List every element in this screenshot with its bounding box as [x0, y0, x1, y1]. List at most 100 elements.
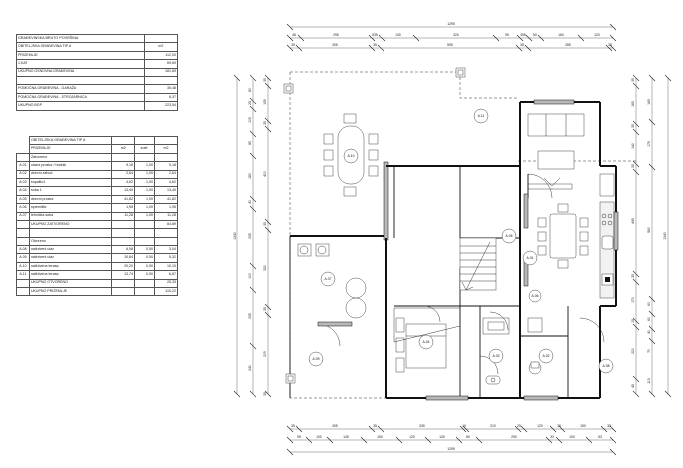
dim-bot2-2: 145 — [343, 435, 349, 439]
left-dimension-chain-1: 80 25 105 85 180 40 235 100 235 240 — [248, 74, 257, 398]
bottom-dimension-chain-1: 35 305 35 335 10 210 25 120 35 150 35 — [286, 424, 617, 433]
dim-top1-0: 45 — [292, 33, 296, 37]
table-row: A.08 natkriveni ulaz 6,08 0,50 3,04 — [16, 245, 178, 255]
table-row: POMOĆNA GRAĐEVINA - STROJARNICA 6,37 — [16, 92, 179, 103]
dim-left1-3: 85 — [248, 141, 252, 145]
room-coef: 1,00 — [134, 194, 156, 205]
empty-cell — [16, 236, 30, 247]
col-header-area: m2 — [111, 144, 136, 154]
dim-right1-10: 45 — [631, 384, 635, 388]
dim-bottom-overall: 1295 — [447, 447, 455, 451]
room-name: dnevni zahod — [28, 169, 113, 179]
dim-bot2-8: 33 — [550, 435, 554, 439]
dim-top1-4: 320 — [453, 33, 459, 37]
room-area: 4,62 — [111, 177, 136, 188]
room-total: 11,28 — [154, 211, 178, 221]
table-row: UKUPNO BGP 223,54 — [16, 101, 179, 111]
dim-bot2-5: 130 — [439, 435, 445, 439]
dim-left1-6: 235 — [248, 233, 252, 239]
dim-right1-2: 35 — [631, 124, 635, 128]
room-code: A.07 — [16, 211, 30, 221]
dim-right1-9: 220 — [631, 348, 635, 354]
room-coef: 0,50 — [134, 245, 156, 255]
technical-room-equipment — [297, 243, 367, 319]
room-total: 6,87 — [154, 270, 178, 280]
table-row: UKUPNO ZATVORENO 84,89 — [16, 219, 178, 230]
dim-right1-6: 35 — [631, 274, 635, 278]
dim-top1-8: 160 — [558, 33, 564, 37]
subtotal-value-closed: 84,89 — [154, 219, 178, 230]
floor-plan-drawing: 1295 45 295 535 130 320 95 355 50 160 12… — [228, 6, 680, 462]
table-row: PRIZEMLJE 112,00 — [16, 50, 179, 61]
room-name: dnevni prostor — [28, 194, 113, 205]
room-coef: 1,00 — [134, 161, 156, 171]
room-marker-a10: A.10 — [343, 148, 359, 164]
dim-left1-7: 100 — [248, 273, 252, 279]
room-area: 1,95 — [111, 203, 136, 213]
right-dimension-chain-1: 35 165 35 140 35 445 35 170 15 220 45 — [631, 74, 640, 398]
dim-right2-7: 115 — [647, 378, 651, 384]
col-header-coef: koef. — [134, 144, 156, 154]
room-marker-label: A.03 — [493, 354, 500, 358]
dim-top1-1: 295 — [333, 33, 339, 37]
windows — [317, 99, 619, 401]
dim-bot2-4: 120 — [409, 435, 415, 439]
dim-top2-6: 35 — [608, 43, 612, 47]
dim-left1-9: 240 — [248, 365, 252, 371]
room-code: A.11 — [16, 270, 30, 280]
dim-left1-5: 40 — [248, 200, 252, 204]
spacer-cell — [16, 75, 145, 86]
spacer-cell — [134, 228, 156, 238]
table-row: A.10 natkrivena terasa 20,20 0,50 10,10 — [16, 261, 178, 272]
empty-cell — [16, 152, 30, 163]
dim-left1-8: 235 — [248, 313, 252, 319]
empty-cell — [16, 219, 30, 230]
room-coef: 1,00 — [134, 186, 156, 196]
room-area: 13,40 — [111, 186, 136, 196]
room-marker-label: A.01 — [527, 256, 534, 260]
room-total: 2,64 — [154, 169, 178, 179]
empty-cell — [16, 278, 30, 289]
room-name: natkriveni ulaz — [28, 245, 113, 255]
right-dimension-chain-2: 165 175 560 60 60 40 70 115 — [647, 74, 656, 398]
dim-top2-2: 35 — [373, 43, 377, 47]
dim-bot1-0: 35 — [291, 424, 295, 428]
row-label: POMOĆNA GRAĐEVINA - GARAŽA — [16, 84, 145, 94]
empty-cell — [111, 287, 136, 297]
entry-canopy — [393, 307, 461, 343]
room-total: 1,95 — [154, 203, 178, 213]
table-row: Otvoreno — [16, 236, 178, 247]
dim-right1-0: 35 — [631, 78, 635, 82]
empty-cell — [154, 236, 178, 247]
dim-top1-2: 535 — [372, 33, 378, 37]
left-dimension-chain-2: 35 155 35 400 35 330 35 205 35 — [263, 74, 272, 398]
room-coef: 1,00 — [134, 203, 156, 213]
room-code: A.03 — [16, 177, 30, 188]
table-row: 1.KAT 69,69 — [16, 59, 179, 69]
dim-top2-0: 35 — [291, 43, 295, 47]
dim-right1-3: 140 — [631, 143, 635, 149]
room-marker-a02: A.02 — [538, 348, 554, 364]
dim-right2-2: 560 — [647, 227, 651, 233]
room-area: 13,74 — [111, 270, 136, 280]
bottom-dimension-overall: 1295 — [286, 447, 617, 456]
gross-area-table: GRAĐEVINSKA BRUTO POVRŠINA OBITELJSKA GR… — [16, 33, 179, 111]
dim-left2-4: 35 — [263, 222, 267, 226]
group-label-closed: Zatvoreno — [28, 152, 113, 163]
table-row: OBITELJSKA GRAĐEVINA TIP A — [17, 135, 178, 146]
table-row: A.06 spremište 1,95 1,00 1,95 — [16, 203, 178, 213]
subtotal-label-open: UKUPNO OTVORENO — [28, 278, 113, 289]
dim-left1-2: 105 — [248, 117, 252, 123]
empty-cell — [143, 33, 179, 44]
room-name: tehnička soba — [28, 211, 113, 221]
room-name: natkrivena terasa — [28, 270, 113, 280]
dim-bot1-2: 35 — [373, 424, 377, 428]
empty-cell — [134, 287, 156, 297]
room-marker-a08: A.08 — [598, 358, 614, 374]
empty-cell — [134, 219, 156, 230]
room-code: A.09 — [16, 253, 30, 263]
room-coef: 0,50 — [134, 261, 156, 272]
top-dimension-chain-1: 45 295 535 130 320 95 355 50 160 120 — [286, 33, 617, 42]
room-name: kupaltio1 — [28, 177, 113, 188]
dim-left2-1: 155 — [263, 99, 267, 105]
